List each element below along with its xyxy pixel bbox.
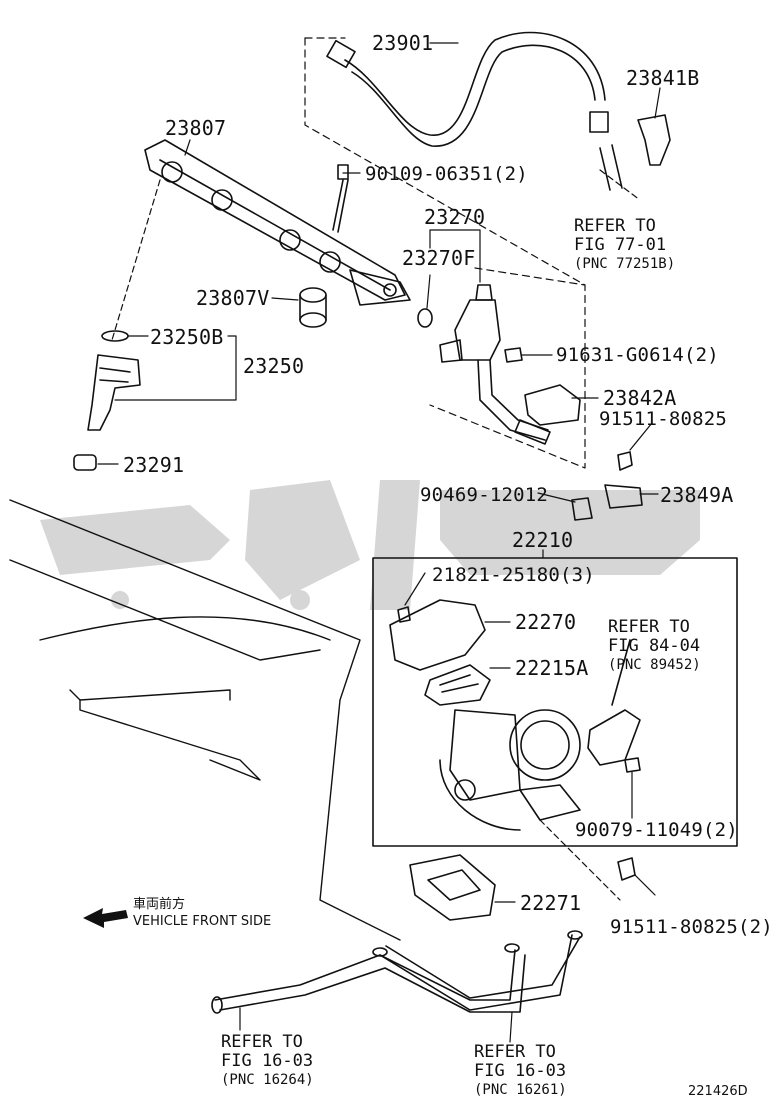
fuel-rail-23807 [144,139,411,306]
throttle-position-sensor [587,709,641,766]
label-23807: 23807 [165,116,227,140]
ref-fig-16-03-a-pnc: (PNC 16264) [221,1072,314,1088]
label-23841b: 23841B [626,66,700,90]
label-23901: 23901 [372,31,434,55]
label-91631: 91631-G0614(2) [556,344,719,366]
ref-fig-77-01: REFER TO FIG 77-01 (PNC 77251B) [574,217,675,274]
clip-23841b [637,114,671,166]
vehicle-front-arrow [83,908,128,928]
water-hoses [211,930,583,1014]
gasket-22271 [409,854,496,921]
ref-fig-16-03-b-line1: REFER TO [474,1042,556,1062]
gasket-22215a [424,664,491,706]
ref-fig-16-03-a-line1: REFER TO [221,1032,303,1052]
label-23291: 23291 [123,453,185,477]
ref-fig-77-01-line2: FIG 77-01 [574,235,667,255]
throttle-body-assembly-box [372,557,738,847]
vehicle-front-jp: 車両前方 [133,897,186,912]
label-23250b: 23250B [150,325,224,349]
bolt-91511b [617,857,636,881]
throttle-body [439,709,581,831]
ref-fig-77-01-pnc: (PNC 77251B) [574,256,676,272]
label-22270: 22270 [515,610,577,634]
oring-23270f [417,308,433,328]
ref-fig-84-04-pnc: (PNC 89452) [608,657,701,673]
vehicle-front-en: VEHICLE FRONT SIDE [133,914,272,929]
insulator-23807v [299,287,327,328]
bolt-91511a [617,451,633,471]
label-22215a: 22215A [515,656,589,680]
screw-90079 [624,757,641,773]
label-91511-a: 91511-80825 [599,408,728,430]
iac-valve-22270 [389,599,486,671]
label-21821: 21821-25180(3) [432,564,595,586]
label-90469: 90469-12012 [420,484,549,506]
leader-lines [97,42,661,1043]
bracket-23849a [604,484,643,509]
ref-fig-16-03-a: REFER TO FIG 16-03 (PNC 16264) [221,1033,314,1090]
label-22210: 22210 [512,528,574,552]
grommet-23291 [73,454,97,471]
label-90109: 90109-06351(2) [365,163,528,185]
label-23270: 23270 [424,205,486,229]
label-23250: 23250 [243,354,305,378]
ref-fig-84-04-line2: FIG 84-04 [608,636,701,656]
label-90079: 90079-11049(2) [575,819,738,841]
label-23807v: 23807V [196,286,270,310]
ref-fig-16-03-b-line2: FIG 16-03 [474,1061,567,1081]
ref-fig-16-03-a-line2: FIG 16-03 [221,1051,314,1071]
pressure-regulator-23270 [439,284,551,445]
ref-fig-77-01-line1: REFER TO [574,216,656,236]
label-22271: 22271 [520,891,582,915]
fuel-hose-23901 [326,31,609,147]
label-91511-b: 91511-80825(2) [610,916,773,938]
ref-fig-84-04: REFER TO FIG 84-04 (PNC 89452) [608,618,701,675]
bolt-91631 [504,347,523,363]
ref-fig-16-03-b: REFER TO FIG 16-03 (PNC 16261) [474,1043,567,1100]
bolt-90109 [332,164,349,233]
ref-fig-84-04-line1: REFER TO [608,617,690,637]
watermark [40,480,700,610]
clip-90469 [571,497,593,521]
intake-manifold-outline [9,499,401,941]
label-23270f: 23270F [402,246,476,270]
bracket-23842a [524,384,581,426]
injector-23250 [87,354,141,431]
ref-fig-16-03-b-pnc: (PNC 16261) [474,1082,567,1098]
diagram-code: 221426D [688,1084,748,1099]
vehicle-front-label: 車両前方 VEHICLE FRONT SIDE [133,896,271,930]
oring-23250b [101,330,129,342]
screw-21821 [397,606,411,623]
label-23842a: 23842A [603,386,677,410]
label-23849a: 23849A [660,483,734,507]
